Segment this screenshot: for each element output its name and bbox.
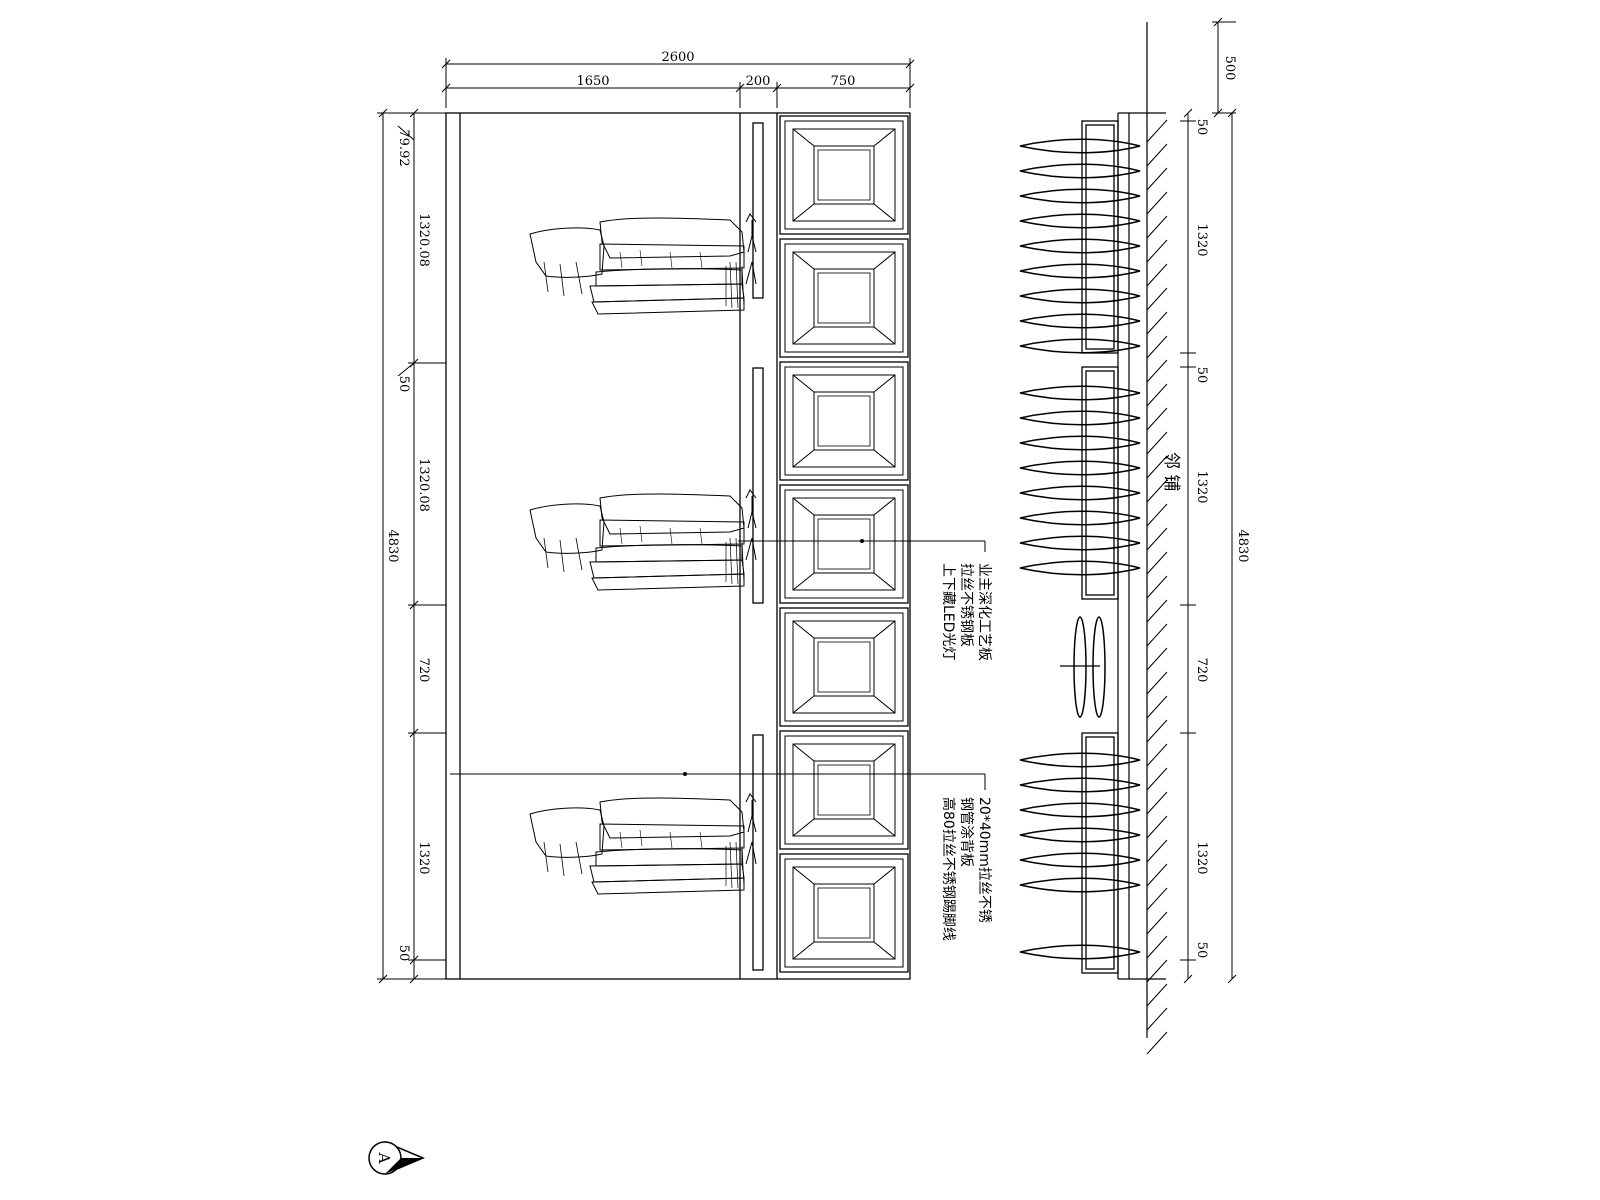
dim-lower-height: 1320 [416, 841, 431, 874]
dim-left-width: 1650 [576, 74, 609, 89]
svg-text:钢管涂背板: 钢管涂背板 [958, 797, 974, 867]
dim-middle-height: 1320.08 [416, 458, 431, 512]
wall-label: 邻 铺 [1161, 452, 1181, 491]
dim-top-gap: 79.92 [396, 129, 411, 166]
wall-hatch [1146, 119, 1168, 1055]
svg-text:拉丝不锈钢板: 拉丝不锈钢板 [958, 563, 974, 647]
dim-gap-height: 50 [396, 376, 411, 393]
dim-bottom: 50 [396, 945, 411, 962]
decorative-panels [779, 115, 909, 973]
view-marker-label: A [375, 1152, 393, 1164]
side-dim-top: 500 [1222, 56, 1237, 81]
side-dim-lower: 1320 [1194, 841, 1209, 874]
front-elevation: 2600 1650 200 750 79.92 1320.08 50 1320.… [377, 50, 992, 984]
dim-right-width: 750 [831, 74, 856, 89]
hanger-icon [1019, 138, 1141, 960]
side-section: 邻 铺 500 [1019, 17, 1250, 1055]
section-view-marker-icon: A [368, 1141, 425, 1175]
svg-text:业主深化工艺板: 业主深化工艺板 [976, 563, 992, 661]
hanger-oval-icon [1073, 616, 1106, 718]
side-dim-gap2: 720 [1194, 658, 1209, 683]
side-dim-bottom: 50 [1194, 942, 1209, 959]
cabinet-frame [445, 112, 911, 980]
dim-upper-height: 1320.08 [416, 213, 431, 267]
side-dim-top-gap: 50 [1194, 119, 1209, 136]
top-dimension-lines [441, 58, 915, 108]
side-right-dimensions [1180, 108, 1237, 984]
side-dim-total: 4830 [1235, 529, 1250, 562]
dim-total-height: 4830 [385, 529, 400, 562]
svg-text:上下藏LED光灯: 上下藏LED光灯 [940, 563, 956, 660]
side-cabinets [1060, 120, 1119, 974]
annotation-leaders [450, 539, 986, 790]
left-dimension-lines [377, 108, 446, 984]
side-dim-upper: 1320 [1194, 223, 1209, 256]
side-dim-middle: 1320 [1194, 470, 1209, 503]
hanging-clothes-icon [529, 213, 757, 895]
dim-lower-gap: 720 [416, 658, 431, 683]
dim-middle-width: 200 [746, 74, 771, 89]
svg-text:20*40mm拉丝不锈: 20*40mm拉丝不锈 [976, 797, 992, 923]
dim-total-width: 2600 [661, 50, 694, 65]
side-dim-gap: 50 [1194, 367, 1209, 384]
note-upper: 业主深化工艺板 拉丝不锈钢板 上下藏LED光灯 [940, 563, 992, 661]
note-lower: 20*40mm拉丝不锈 钢管涂背板 高80拉丝不锈钢踢脚线 [940, 797, 992, 941]
svg-text:高80拉丝不锈钢踢脚线: 高80拉丝不锈钢踢脚线 [940, 797, 957, 941]
